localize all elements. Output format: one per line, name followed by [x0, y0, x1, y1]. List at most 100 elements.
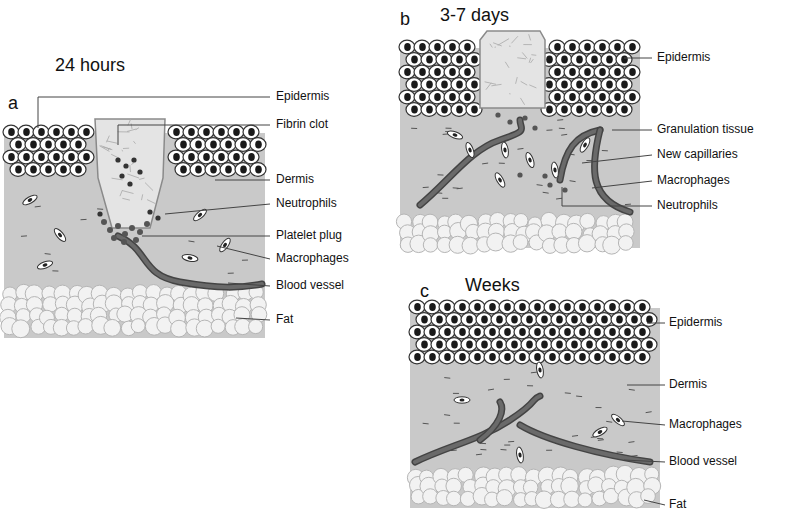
epidermal-cell: [564, 40, 580, 54]
fibrin-strand: [128, 119, 131, 125]
fibrin-strand: [131, 123, 133, 128]
macrophage-nucleus: [57, 232, 63, 238]
epidermal-cell: [436, 53, 452, 67]
epidermal-cell: [444, 90, 460, 104]
cell-nucleus: [616, 316, 623, 324]
epidermal-cell: [551, 313, 567, 327]
macrophage: [610, 412, 626, 427]
epidermal-cell: [168, 125, 184, 139]
dermal-fiber: [537, 184, 543, 186]
cell-nucleus: [609, 303, 616, 311]
dermal-fiber: [423, 423, 429, 425]
dermal-fiber: [499, 163, 505, 164]
cell-nucleus: [429, 353, 436, 361]
dermal-fiber: [188, 240, 194, 242]
cell-nucleus: [564, 303, 571, 311]
fat-cell: [514, 214, 528, 228]
leader-line: [38, 97, 270, 128]
leader-line: [142, 236, 270, 237]
cell-nucleus: [496, 316, 503, 324]
neutrophil: [522, 115, 527, 120]
fat-cell: [104, 319, 121, 336]
cell-nucleus: [586, 341, 593, 349]
macrophage-nucleus: [497, 177, 502, 183]
cell-nucleus: [180, 166, 187, 174]
cell-nucleus: [546, 81, 553, 89]
structure-label: Neutrophils: [276, 197, 337, 211]
fibrin-strand: [491, 84, 501, 86]
epidermal-cell: [409, 350, 425, 364]
epidermal-cell: [574, 300, 590, 314]
cell-nucleus: [404, 43, 411, 51]
macrophage-nucleus: [27, 197, 33, 202]
structure-label: Epidermis: [669, 316, 722, 330]
dermal-fiber: [97, 208, 103, 209]
blood-vessel: [118, 236, 262, 287]
epidermal-cell: [514, 350, 530, 364]
epidermal-cell: [399, 90, 415, 104]
dermal-fiber: [81, 219, 87, 220]
epidermal-cell: [33, 125, 49, 139]
cell-nucleus: [571, 316, 578, 324]
structure-label: Macrophages: [669, 418, 742, 432]
macrophage-nucleus: [42, 263, 48, 268]
fat-cell: [12, 320, 30, 338]
epidermal-cell: [55, 163, 71, 177]
dermal-fiber: [625, 204, 631, 205]
epidermal-cell: [168, 150, 184, 164]
epidermal-cell: [70, 163, 86, 177]
cell-nucleus: [456, 56, 463, 64]
cell-nucleus: [188, 128, 195, 136]
epidermal-cell: [619, 300, 635, 314]
structure-label: Blood vessel: [669, 455, 737, 469]
fat-cell: [603, 236, 621, 254]
leader-line: [624, 58, 652, 59]
epidermal-cell: [446, 313, 462, 327]
cell-nucleus: [554, 43, 561, 51]
cell-nucleus: [60, 141, 67, 149]
macrophage-body: [578, 136, 592, 153]
cell-nucleus: [526, 341, 533, 349]
cell-nucleus: [429, 303, 436, 311]
epidermal-cell: [514, 325, 530, 339]
cell-nucleus: [248, 128, 255, 136]
epidermal-cell: [556, 53, 572, 67]
cell-nucleus: [15, 166, 22, 174]
epidermal-cell: [604, 325, 620, 339]
fat-cell: [513, 235, 528, 250]
fat-cell: [446, 491, 461, 506]
dermal-fiber: [561, 134, 567, 136]
fibrin-strand: [147, 200, 155, 204]
epidermal-cell: [641, 338, 657, 352]
dermal-fiber: [457, 188, 463, 190]
cell-nucleus: [584, 43, 591, 51]
cell-nucleus: [474, 328, 481, 336]
fibrin-strand: [521, 81, 528, 85]
macrophage-body: [21, 193, 38, 207]
cell-nucleus: [564, 328, 571, 336]
structure-label: Dermis: [276, 173, 314, 187]
epidermal-cell: [544, 350, 560, 364]
cell-nucleus: [411, 106, 418, 114]
epidermal-cell: [551, 338, 567, 352]
fat-cell: [196, 320, 213, 337]
epidermal-cell: [439, 350, 455, 364]
epidermal-cell: [40, 138, 56, 152]
epidermal-cell: [619, 325, 635, 339]
epidermal-cell: [609, 65, 625, 79]
cell-nucleus: [8, 153, 15, 161]
fibrin-strand: [112, 178, 123, 180]
cell-nucleus: [606, 106, 613, 114]
epidermal-cell: [529, 325, 545, 339]
cell-nucleus: [571, 341, 578, 349]
epidermal-cell: [198, 150, 214, 164]
epidermal-cell: [454, 300, 470, 314]
cell-nucleus: [411, 56, 418, 64]
platelet: [101, 219, 107, 225]
epidermal-cell: [436, 103, 452, 117]
cell-nucleus: [38, 128, 45, 136]
epidermal-cell: [213, 125, 229, 139]
macrophage: [515, 447, 524, 464]
epidermal-cell: [198, 125, 214, 139]
cell-nucleus: [441, 106, 448, 114]
